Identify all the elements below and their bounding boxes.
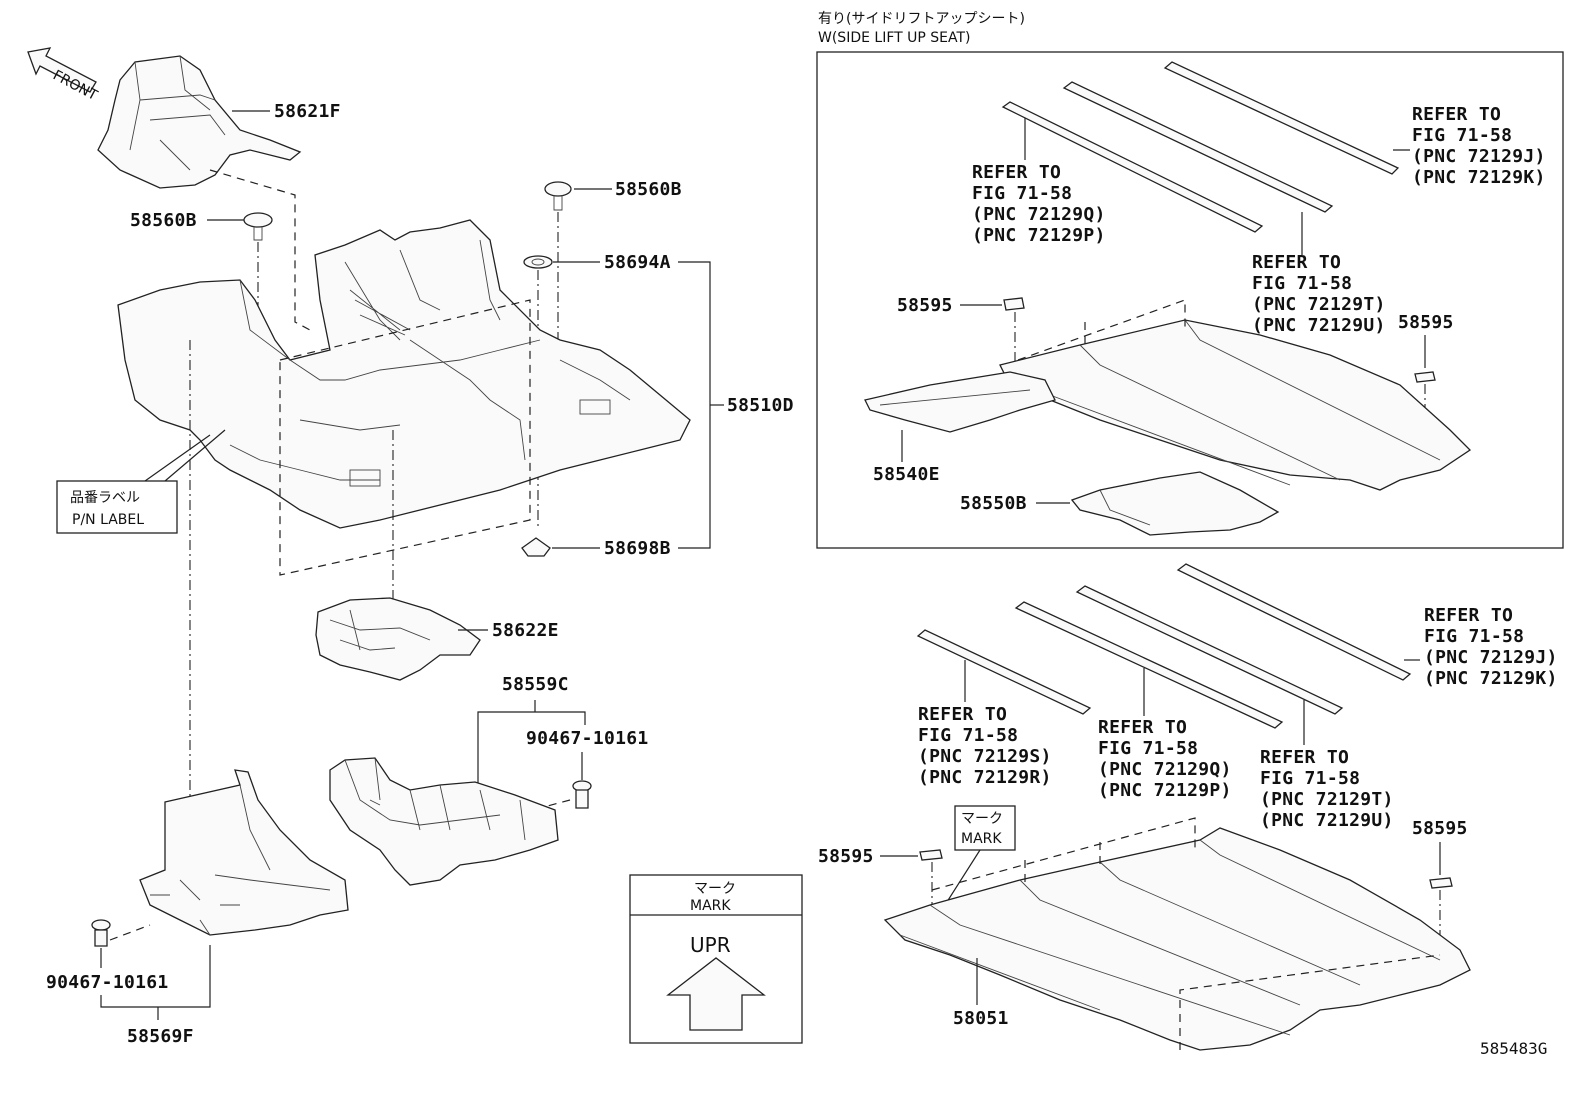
mark-upr-box	[629, 874, 803, 1044]
label-58621F: 58621F	[274, 101, 341, 122]
part-58595-d	[1429, 877, 1453, 889]
part-58051	[883, 817, 1471, 1051]
ref-bot-right-4: (PNC 72129K)	[1424, 668, 1558, 689]
front-arrow-icon	[27, 47, 97, 93]
ref-top-mid-1: REFER TO	[1252, 252, 1341, 273]
part-58560B-right	[544, 181, 572, 211]
label-58569F: 58569F	[127, 1026, 194, 1047]
label-58622E: 58622E	[492, 620, 559, 641]
label-90467-left: 90467-10161	[46, 972, 169, 993]
figure-id: 585483G	[1480, 1039, 1547, 1058]
ref-bot-right-1: REFER TO	[1424, 605, 1513, 626]
part-58595-b	[1414, 371, 1436, 383]
ref-top-right-3: (PNC 72129J)	[1412, 146, 1546, 167]
ref-bot-right-3: (PNC 72129J)	[1424, 647, 1558, 668]
ref-top-mid-2: FIG 71-58	[1252, 273, 1352, 294]
mark-small-box	[954, 805, 1016, 851]
label-58560B-left: 58560B	[130, 210, 197, 231]
rails-bottom	[916, 563, 1412, 729]
ref-bot-mid2-2: FIG 71-58	[1260, 768, 1360, 789]
part-58698B	[521, 537, 551, 557]
part-90467-right	[572, 780, 592, 809]
part-58595-a	[1003, 297, 1025, 311]
label-58698B: 58698B	[604, 538, 671, 559]
ref-bot-mid-3: (PNC 72129Q)	[1098, 759, 1232, 780]
part-58550B	[1070, 471, 1280, 536]
part-58595-c	[919, 849, 943, 861]
ref-top-right-1: REFER TO	[1412, 104, 1501, 125]
label-58595-b: 58595	[1398, 312, 1454, 333]
mark-small-en: MARK	[961, 831, 1002, 847]
option-title-en: W(SIDE LIFT UP SEAT)	[818, 30, 971, 46]
ref-bot-mid2-3: (PNC 72129T)	[1260, 789, 1394, 810]
upr-label: UPR	[690, 933, 731, 957]
ref-top-mid-3: (PNC 72129T)	[1252, 294, 1386, 315]
part-58621F	[97, 55, 302, 189]
label-58510D: 58510D	[727, 395, 794, 416]
option-title-jp: 有り(サイドリフトアップシート)	[818, 11, 1025, 27]
label-58559C: 58559C	[502, 674, 569, 695]
ref-bot-mid-2: FIG 71-58	[1098, 738, 1198, 759]
ref-top-right-4: (PNC 72129K)	[1412, 167, 1546, 188]
label-90467-right: 90467-10161	[526, 728, 649, 749]
label-58694A: 58694A	[604, 252, 671, 273]
mark-box-en: MARK	[690, 898, 731, 914]
label-58051: 58051	[953, 1008, 1009, 1029]
ref-top-mid-4: (PNC 72129U)	[1252, 315, 1386, 336]
label-58595-c: 58595	[818, 846, 874, 867]
ref-bot-left-3: (PNC 72129S)	[918, 746, 1052, 767]
ref-bot-mid2-1: REFER TO	[1260, 747, 1349, 768]
part-58569F	[139, 769, 349, 936]
ref-bot-mid-1: REFER TO	[1098, 717, 1187, 738]
ref-top-left-1: REFER TO	[972, 162, 1061, 183]
pn-label-en: P/N LABEL	[72, 512, 144, 528]
label-58595-d: 58595	[1412, 818, 1468, 839]
label-58540E: 58540E	[873, 464, 940, 485]
ref-bot-right-2: FIG 71-58	[1424, 626, 1524, 647]
part-58559C	[329, 757, 559, 886]
pn-label-box	[56, 480, 178, 534]
mark-box-jp: マーク	[694, 881, 736, 897]
ref-top-left-3: (PNC 72129Q)	[972, 204, 1106, 225]
rails-top	[1001, 61, 1400, 233]
option-box	[816, 51, 1564, 549]
part-58540E	[864, 371, 1056, 433]
label-58560B-right: 58560B	[615, 179, 682, 200]
part-upper-floor-panel	[999, 299, 1472, 491]
ref-bot-left-4: (PNC 72129R)	[918, 767, 1052, 788]
label-58550B: 58550B	[960, 493, 1027, 514]
pn-label-jp: 品番ラベル	[70, 490, 140, 506]
ref-bot-mid2-4: (PNC 72129U)	[1260, 810, 1394, 831]
ref-bot-left-2: FIG 71-58	[918, 725, 1018, 746]
part-58622E	[315, 597, 481, 681]
upr-arrow-icon	[666, 957, 766, 1031]
part-90467-left	[91, 919, 111, 947]
ref-top-left-4: (PNC 72129P)	[972, 225, 1106, 246]
part-58694A	[523, 255, 553, 269]
ref-top-right-2: FIG 71-58	[1412, 125, 1512, 146]
part-58510D	[117, 219, 691, 529]
ref-top-left-2: FIG 71-58	[972, 183, 1072, 204]
mark-small-jp: マーク	[961, 811, 1003, 827]
label-58595-a: 58595	[897, 295, 953, 316]
ref-bot-left-1: REFER TO	[918, 704, 1007, 725]
ref-bot-mid-4: (PNC 72129P)	[1098, 780, 1232, 801]
part-58560B-left	[243, 212, 273, 241]
